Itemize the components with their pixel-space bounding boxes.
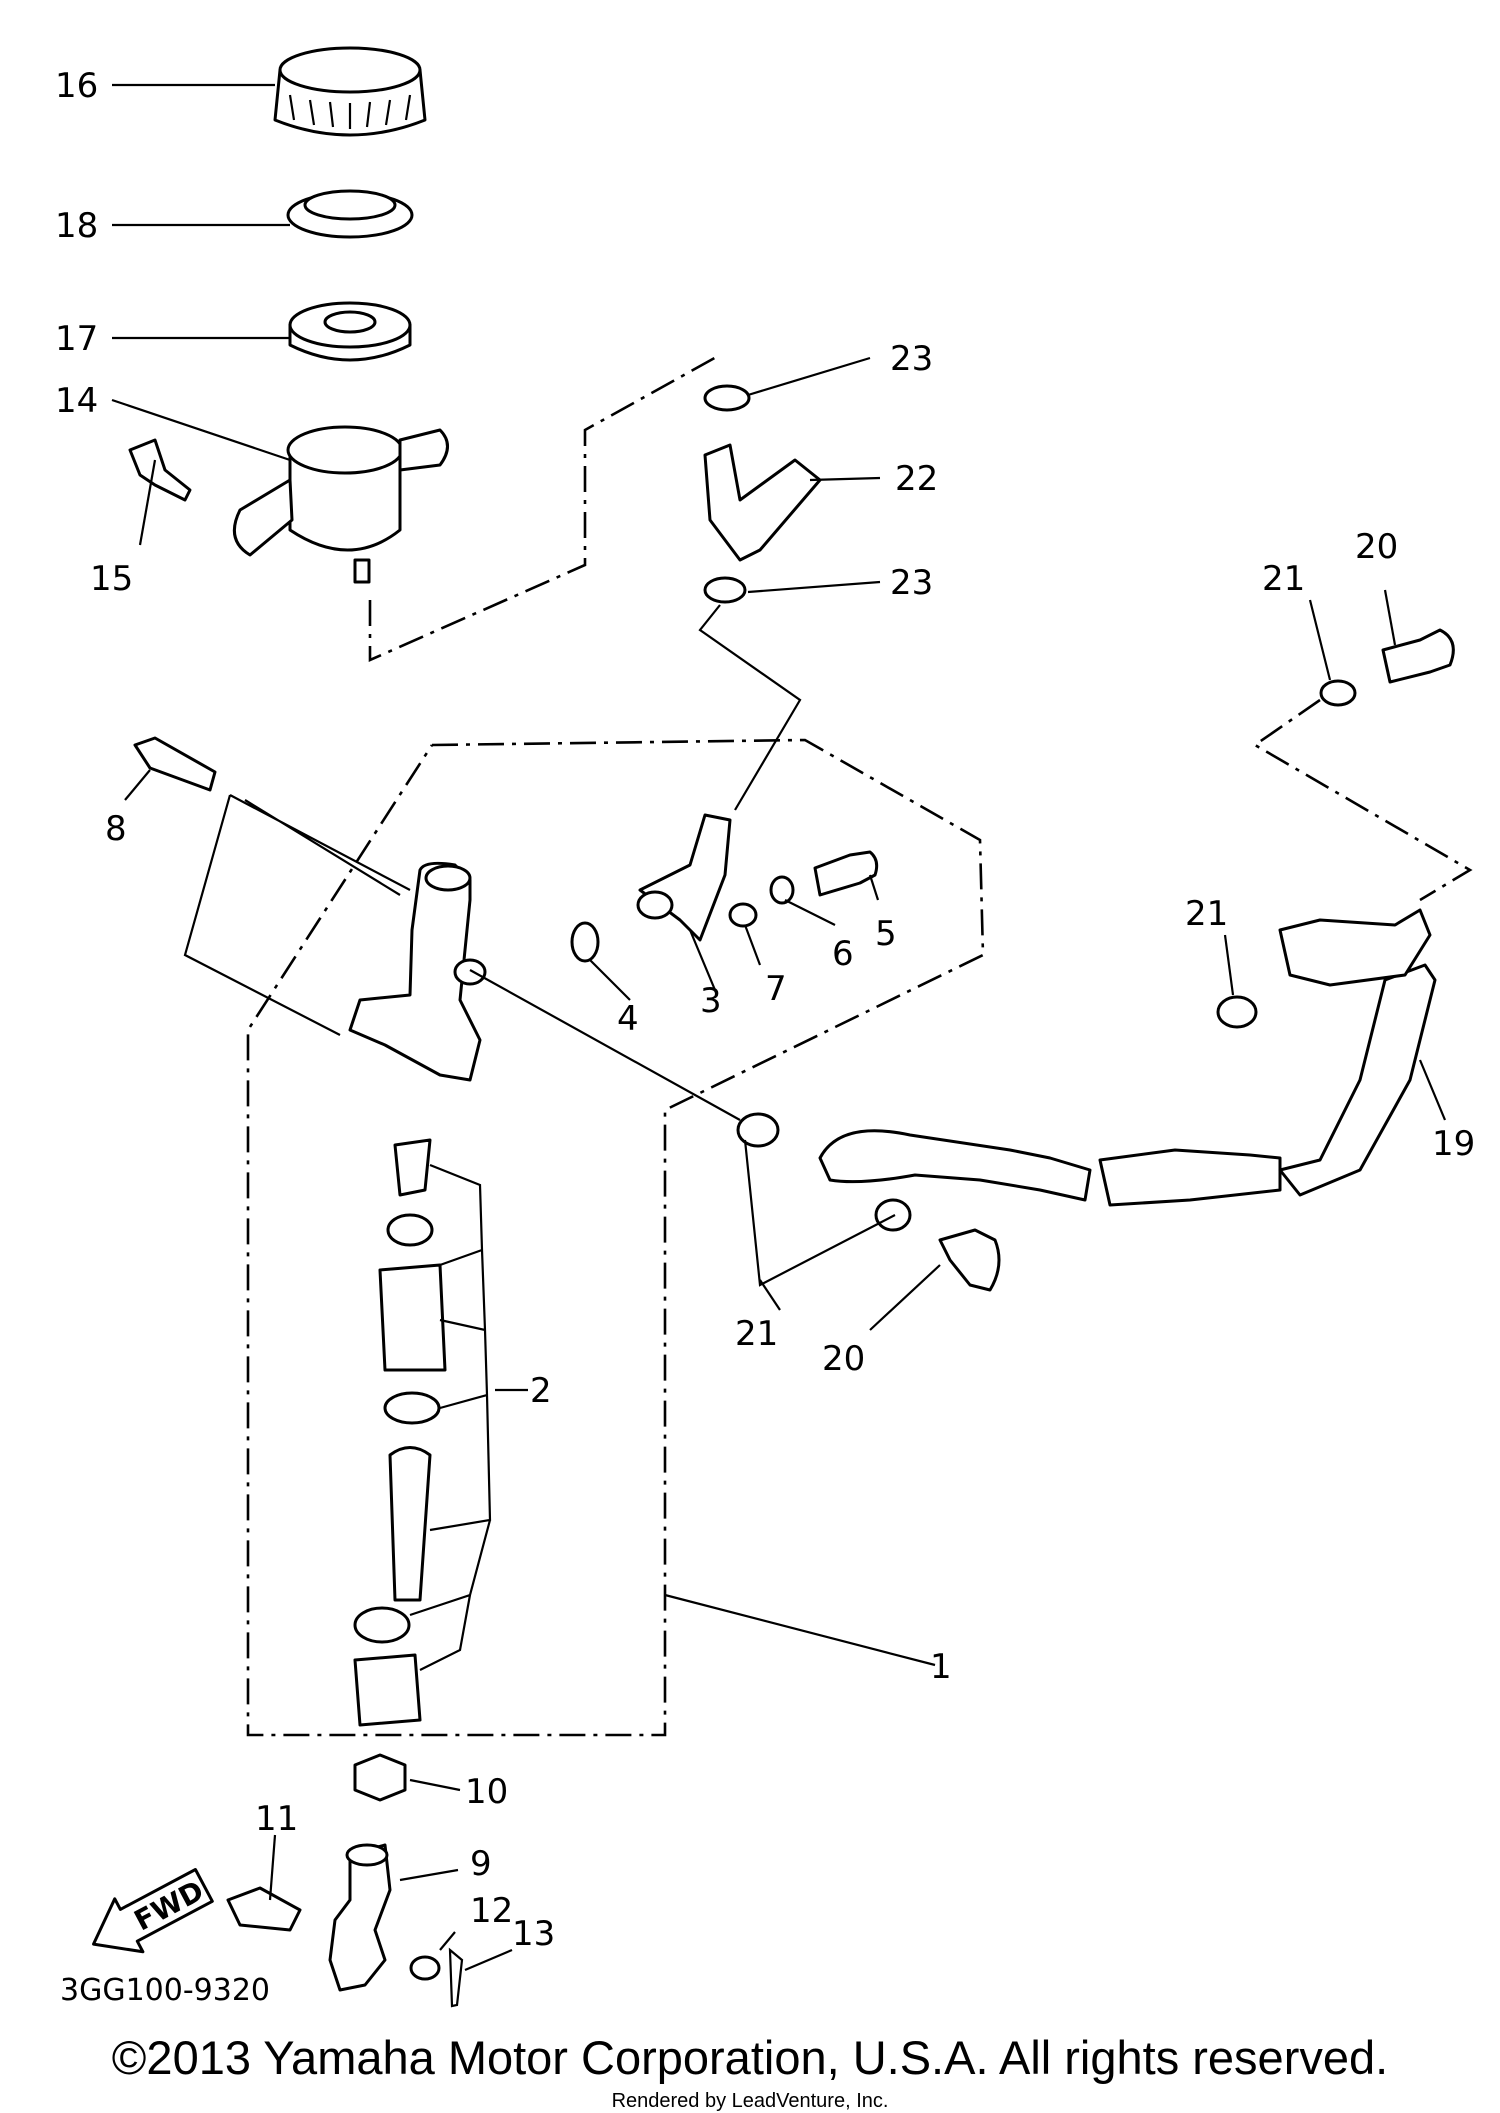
brake-hose-19: [818, 908, 1437, 1207]
washer-7: [728, 902, 758, 928]
nut-10: [353, 1753, 407, 1802]
callout-22: 22: [895, 459, 938, 499]
callout-9: 9: [470, 1844, 492, 1884]
callout-21-mid: 21: [1185, 894, 1228, 934]
bolt-20-lower: [938, 1228, 1001, 1292]
o-ring-4: [570, 921, 600, 963]
kit-outline: [246, 738, 985, 1737]
callout-23-upper: 23: [890, 339, 933, 379]
washer-12: [409, 1955, 441, 1981]
callout-14: 14: [55, 381, 98, 421]
master-cylinder-body: [348, 861, 487, 1082]
callout-7: 7: [765, 969, 787, 1009]
reservoir-screw: [128, 438, 192, 502]
bolt-20-upper: [1381, 628, 1455, 684]
callout-20-upper: 20: [1355, 527, 1398, 567]
fwd-arrow: FWD: [92, 1868, 214, 1954]
callout-17: 17: [55, 319, 98, 359]
callout-13: 13: [512, 1914, 555, 1954]
reservoir-cap: [273, 46, 427, 137]
clevis-9: [328, 1843, 392, 1992]
rendered-by-credit: Rendered by LeadVenture, Inc.: [611, 2090, 889, 2112]
callout-8: 8: [105, 809, 127, 849]
reservoir-tank: [232, 425, 449, 584]
callout-numbers: 16 18 17 14 15 23 22 23 20 21 8 21 5 6 4…: [55, 66, 1475, 1954]
pin-11: [226, 1886, 302, 1932]
link-banjo: [1252, 698, 1473, 902]
diagram-ref: 3GG100-9320: [60, 1973, 270, 2008]
callout-21-upper: 21: [1262, 559, 1305, 599]
internal-parts-2: [353, 1138, 447, 1727]
callout-21-lower: 21: [735, 1314, 778, 1354]
callout-leaders: [111, 83, 1447, 1972]
callout-16: 16: [55, 66, 98, 106]
callout-3: 3: [700, 981, 722, 1021]
callout-1: 1: [930, 1647, 952, 1687]
callout-10: 10: [465, 1772, 508, 1812]
callout-6: 6: [832, 934, 854, 974]
callout-19: 19: [1432, 1124, 1475, 1164]
circlip-6: [769, 875, 795, 905]
washer-21-upper: [1319, 679, 1357, 707]
callout-11: 11: [255, 1799, 298, 1839]
screw-5: [813, 850, 879, 897]
diaphragm: [288, 301, 412, 362]
link-reservoir-hose: [368, 353, 721, 662]
callout-23-lower: 23: [890, 563, 933, 603]
reservoir-hose: [703, 443, 822, 562]
diaphragm-holder: [286, 189, 414, 239]
callout-20-lower: 20: [822, 1339, 865, 1379]
copyright-notice: ©2013 Yamaha Motor Corporation, U.S.A. A…: [111, 2031, 1389, 2084]
clamp-upper: [703, 384, 751, 412]
link-cylinder-banjo: [183, 794, 896, 1287]
leader-kit-2: [409, 1163, 492, 1671]
bolt-8: [133, 736, 217, 792]
cotter-pin-13: [448, 1947, 464, 2008]
joint-3: [636, 813, 732, 942]
washer-21-mid: [1216, 995, 1258, 1029]
clamp-lower: [703, 576, 747, 604]
washer-21-left: [736, 1112, 780, 1148]
callout-18: 18: [55, 206, 98, 246]
callout-15: 15: [90, 559, 133, 599]
callout-4: 4: [617, 999, 639, 1039]
callout-2: 2: [530, 1371, 552, 1411]
callout-5: 5: [875, 914, 897, 954]
callout-12: 12: [470, 1891, 513, 1931]
link-hose-joint: [698, 604, 802, 811]
